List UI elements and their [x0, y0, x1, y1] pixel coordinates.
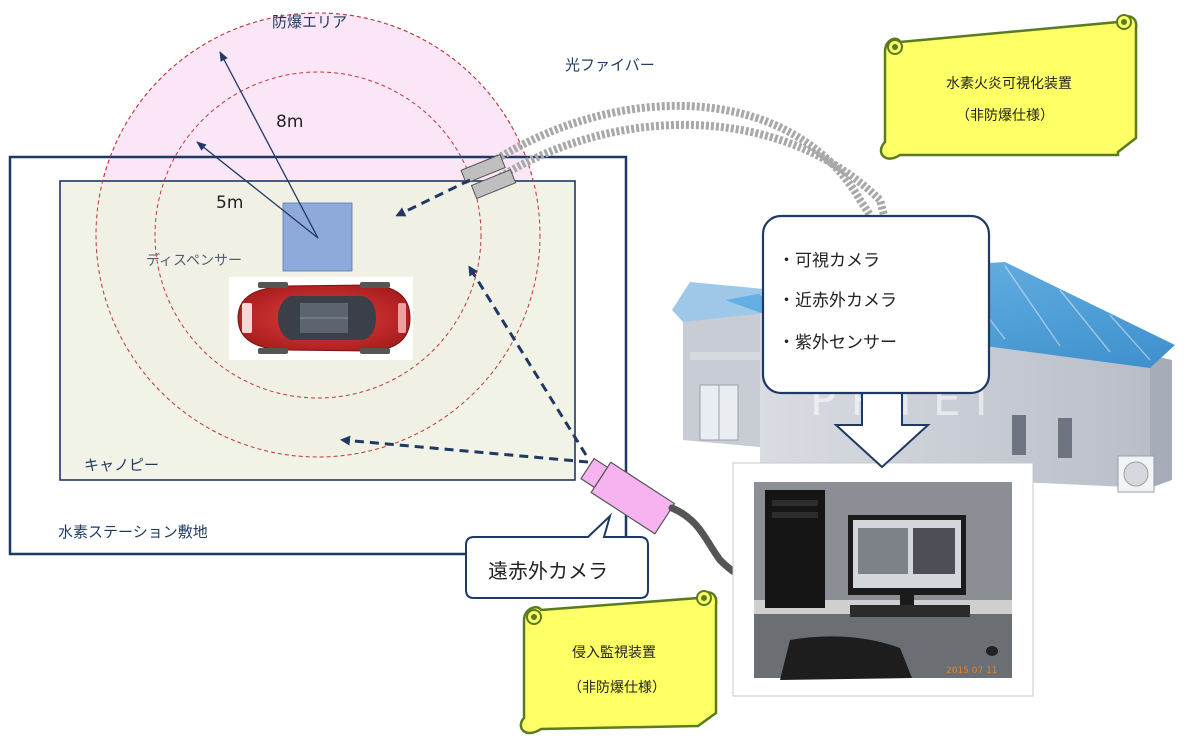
camera-view-arrow-up — [468, 265, 588, 456]
flame-device-title: 水素火炎可視化装置 — [946, 76, 1072, 92]
blast-zone-label: 防爆エリア — [272, 13, 347, 31]
intrusion-device-scroll: 侵入監視装置 （非防爆仕様） — [519, 590, 718, 735]
dispenser-label: ディスペンサー — [146, 252, 242, 269]
canopy-label: キャノピー — [84, 456, 159, 474]
fiber-sensor-heads — [460, 153, 517, 200]
photo-date-stamp: 2015 07 11 — [946, 666, 998, 676]
station-site-boundary — [8, 155, 628, 556]
site-label: 水素ステーション敷地 — [58, 523, 208, 541]
flame-device-scroll: 水素火炎可視化装置 （非防爆仕様） — [879, 14, 1138, 160]
fiber-label: 光ファイバー — [565, 56, 655, 74]
car-illustration — [229, 277, 413, 360]
camera-view-arrow-left — [340, 435, 589, 464]
blast-zone-8m-outline — [95, 12, 541, 458]
intrusion-device-spec: （非防爆仕様） — [568, 680, 666, 696]
sensor-item-visible-camera: ・可視カメラ — [778, 251, 880, 271]
optical-fiber-cable — [477, 101, 888, 218]
sensor-item-uv-sensor: ・紫外センサー — [778, 333, 897, 353]
flame-device-spec: （非防爆仕様） — [956, 108, 1054, 124]
radius-5m-arrow — [196, 141, 319, 239]
monitoring-pc-photo: 2015 07 11 — [732, 462, 1034, 697]
far-ir-camera-callout: 遠赤外カメラ — [465, 512, 649, 599]
sensor-list-box: ・可視カメラ ・近赤外カメラ ・紫外センサー — [761, 214, 991, 395]
sensor-item-nir-camera: ・近赤外カメラ — [778, 291, 897, 311]
radius-8m-arrow — [219, 51, 319, 239]
radius-5m-label: 5m — [216, 193, 243, 213]
fiber-view-arrow — [395, 178, 471, 217]
intrusion-device-title: 侵入監視装置 — [572, 644, 656, 661]
radius-8m-label: 8m — [276, 112, 303, 132]
far-ir-camera-label: 遠赤外カメラ — [488, 559, 608, 583]
far-ir-camera — [580, 457, 676, 535]
blast-zone-5m-circle — [154, 71, 482, 399]
